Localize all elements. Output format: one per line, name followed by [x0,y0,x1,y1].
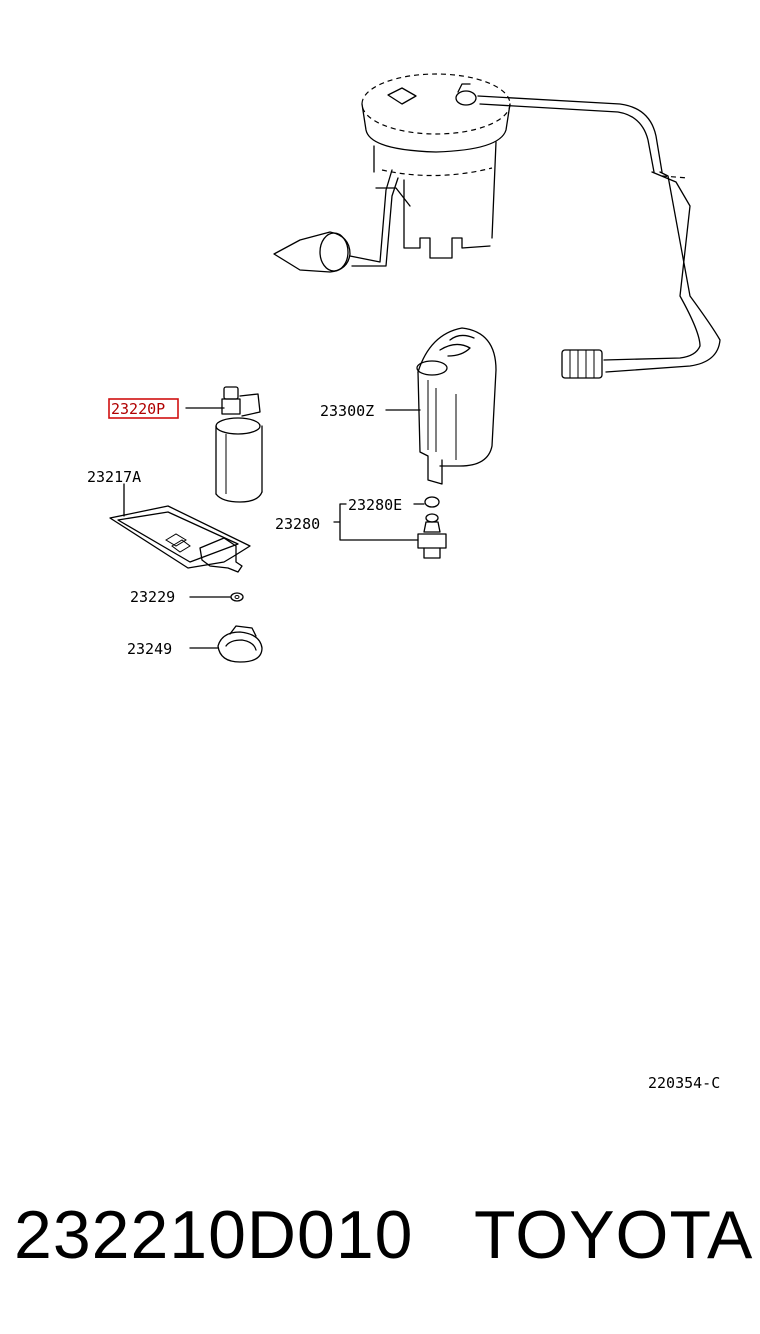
label-suction-filter[interactable]: 23217A [87,468,141,486]
suction-filter-drawing [109,505,251,573]
leader-lines [123,407,425,649]
label-fuel-pump[interactable]: 23220P [111,400,165,418]
fuel-pump-drawing [215,386,263,503]
footer: 232210D010 TOYOTA [0,1185,760,1285]
fuel-sender-assembly-drawing [273,73,721,379]
label-fuel-filter[interactable]: 23300Z [320,402,374,420]
highlight-box [108,398,179,419]
label-pressure-regulator[interactable]: 23280 [275,515,320,533]
brand-name: TOYOTA [474,1197,754,1273]
cushion-drawing [217,625,263,663]
label-clip[interactable]: 23229 [130,588,175,606]
part-number: 232210D010 [14,1197,414,1273]
diagram-reference-code: 220354-C [648,1074,720,1092]
pressure-regulator-drawing [417,496,447,559]
clip-drawing [230,592,244,602]
label-regulator-oring[interactable]: 23280E [348,496,402,514]
fuel-filter-drawing [416,327,497,485]
label-cushion[interactable]: 23249 [127,640,172,658]
